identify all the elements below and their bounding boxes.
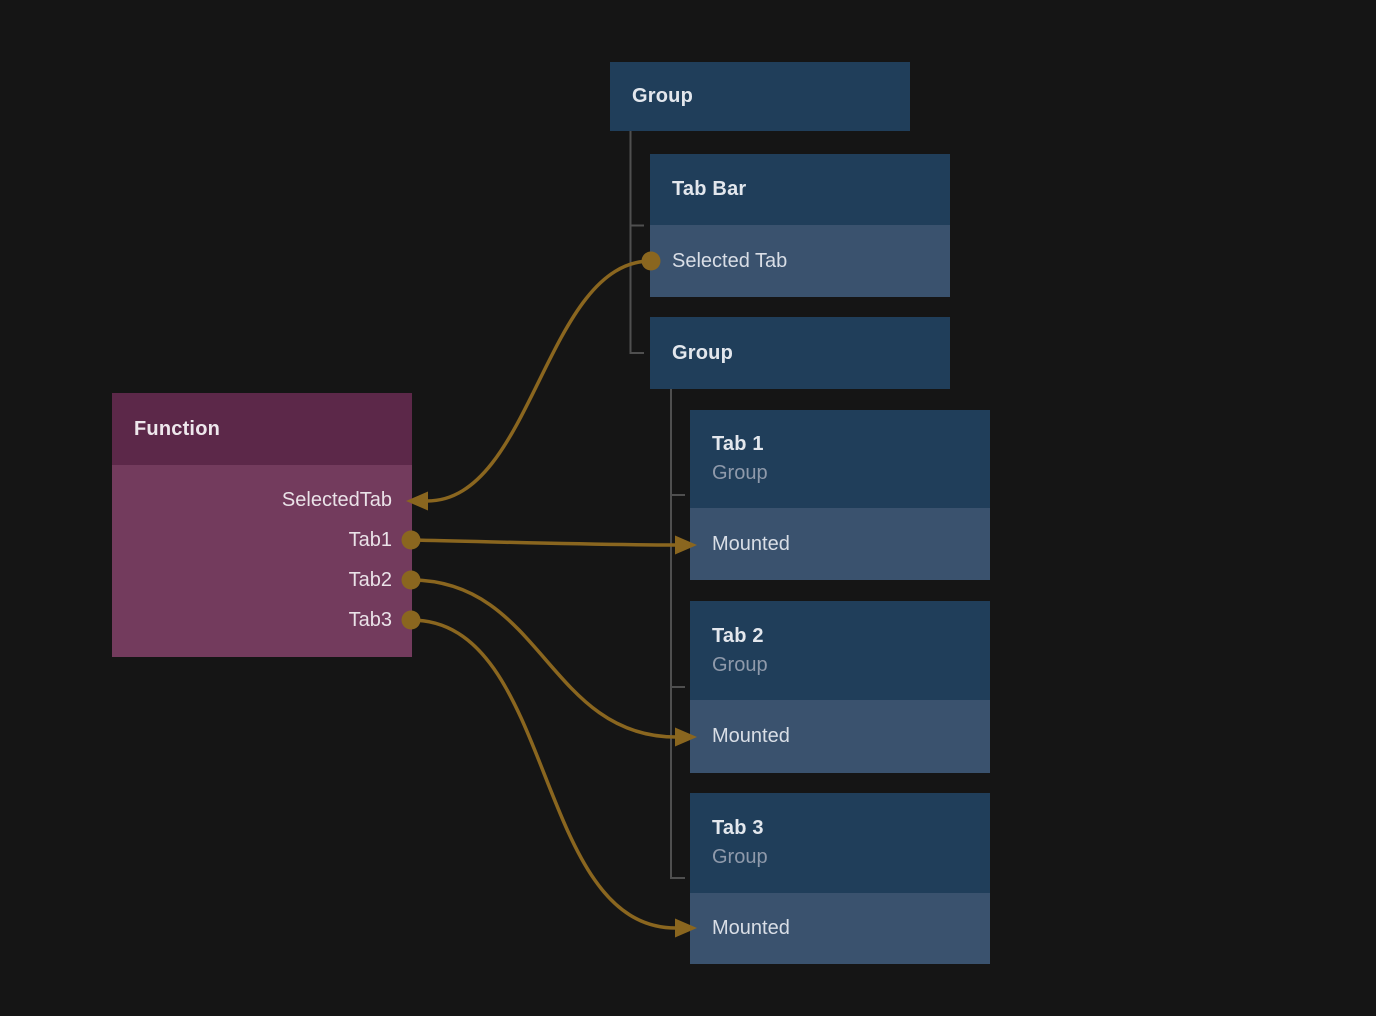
node-title: Group [632, 85, 693, 107]
node-title: Tab 2 [712, 624, 764, 647]
node-inner-group[interactable]: Group [650, 317, 950, 389]
wire-selectedtab[interactable] [426, 259, 652, 503]
node-function-body: SelectedTab Tab1 Tab2 Tab3 [112, 465, 412, 657]
node-tab-bar-header[interactable]: Tab Bar [650, 154, 950, 225]
port-tab1[interactable]: Tab1 [112, 520, 412, 560]
node-inner-group-header[interactable]: Group [650, 317, 950, 389]
property-label: Mounted [712, 725, 790, 747]
property-row-mounted-tab1[interactable]: Mounted [690, 508, 990, 580]
node-title: Tab 1 [712, 433, 764, 455]
property-label: Selected Tab [672, 249, 788, 272]
port-label: Tab3 [348, 608, 392, 631]
node-tab-bar[interactable]: Tab Bar Selected Tab [650, 154, 950, 297]
node-subtitle: Group [712, 846, 768, 868]
property-row-selected-tab[interactable]: Selected Tab [650, 225, 950, 297]
node-function[interactable]: Function SelectedTab Tab1 Tab2 Tab3 [112, 393, 412, 657]
property-row-mounted-tab3[interactable]: Mounted [690, 893, 990, 964]
node-function-header[interactable]: Function [112, 393, 412, 465]
node-subtitle: Group [712, 462, 768, 484]
node-subtitle: Group [712, 653, 768, 676]
wire-tab1-mounted[interactable] [410, 538, 677, 547]
node-tab1[interactable]: Tab 1 Group Mounted [690, 410, 990, 580]
wire-tab2-mounted[interactable] [410, 578, 677, 739]
node-tab3[interactable]: Tab 3 Group Mounted [690, 793, 990, 964]
port-label: Tab2 [348, 568, 392, 591]
node-title: Tab 3 [712, 817, 764, 839]
node-tab1-header[interactable]: Tab 1 Group [690, 410, 990, 508]
node-title: Group [672, 341, 733, 364]
port-selectedtab[interactable]: SelectedTab [112, 480, 412, 520]
tree-connector-inner-group [670, 389, 685, 879]
node-root-group-header[interactable]: Group [610, 62, 910, 131]
node-root-group[interactable]: Group [610, 62, 910, 131]
port-label: SelectedTab [281, 488, 392, 511]
port-label: Tab1 [348, 528, 392, 551]
node-title: Function [134, 417, 221, 440]
property-label: Mounted [712, 917, 790, 939]
property-label: Mounted [712, 532, 790, 555]
port-tab2[interactable]: Tab2 [112, 560, 412, 600]
node-tab2[interactable]: Tab 2 Group Mounted [690, 601, 990, 773]
node-title: Tab Bar [672, 178, 747, 200]
node-tab3-header[interactable]: Tab 3 Group [690, 793, 990, 893]
node-tab2-header[interactable]: Tab 2 Group [690, 601, 990, 700]
tree-connector-root [629, 131, 644, 354]
wire-tab3-mounted[interactable] [410, 618, 677, 930]
port-tab3[interactable]: Tab3 [112, 600, 412, 640]
property-row-mounted-tab2[interactable]: Mounted [690, 700, 990, 773]
